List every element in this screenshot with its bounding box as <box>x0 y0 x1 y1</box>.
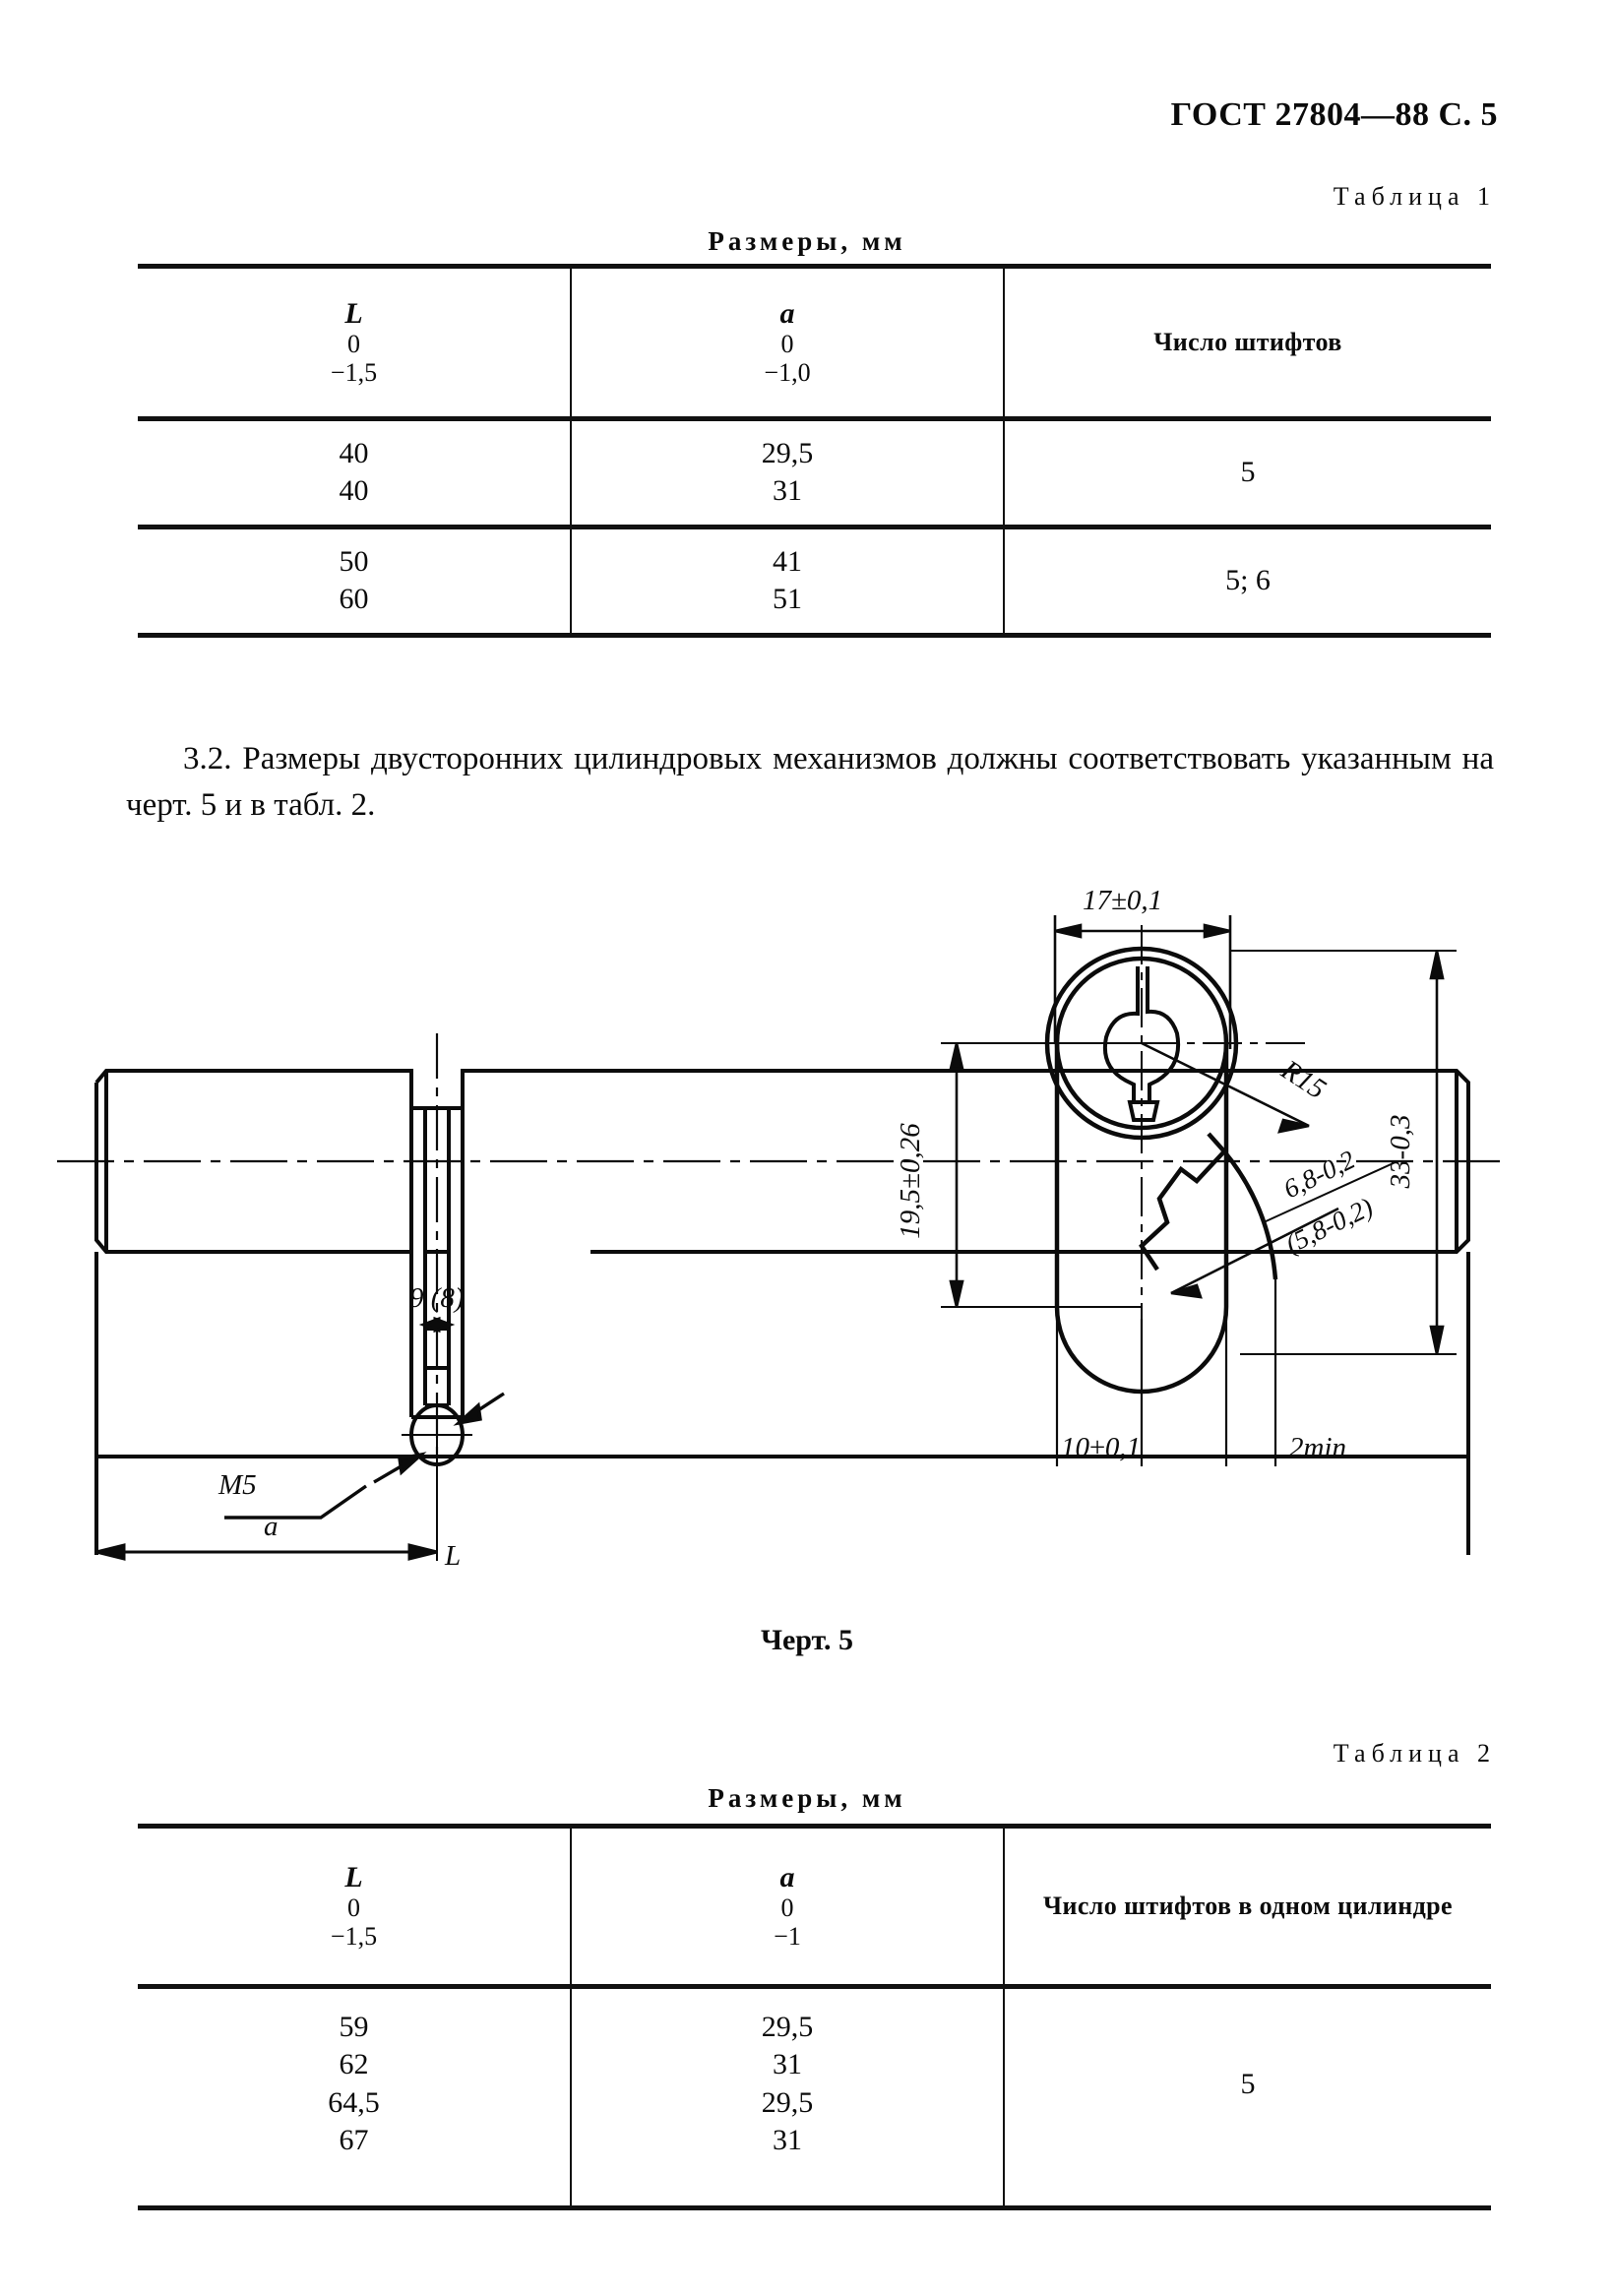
figure-label-L: L <box>444 1540 461 1572</box>
table2-col-L-lower: −1,5 <box>330 1922 378 1952</box>
table2-r0-a-3: 31 <box>773 2124 802 2157</box>
table1-r1-L-1: 60 <box>339 583 369 616</box>
table1-col-pins: Число штифтов <box>1003 264 1491 421</box>
axis-centerline <box>57 1033 1506 1457</box>
table1-r0-a-0: 29,5 <box>761 437 814 469</box>
table-row: 40 40 29,5 31 5 <box>138 418 1491 527</box>
figure-label-6-8: 6,8-0,2 <box>1278 1145 1359 1204</box>
table1-r1-a: 41 51 <box>570 524 1004 638</box>
figure-label-10: 10±0,1 <box>1061 1432 1141 1463</box>
table1-r0-a: 29,5 31 <box>570 418 1004 527</box>
table2-r0-L-3: 67 <box>339 2124 369 2157</box>
table2-r0-L: 59 62 64,5 67 <box>138 1986 571 2210</box>
dimension-cam <box>1170 1160 1398 1299</box>
table2-col-a: a 0 −1 <box>570 1824 1004 1989</box>
table1-col-a-symbol: a <box>779 296 795 330</box>
figure-label-19-5: 19,5±0,26 <box>895 1123 926 1239</box>
table2-r0-L-0: 59 <box>339 2011 369 2043</box>
table2-r0-a-0: 29,5 <box>761 2011 814 2043</box>
slot-width-dim-arrows <box>418 1316 456 1334</box>
table2-col-L-symbol: L <box>344 1860 363 1893</box>
table2-r0-a-1: 31 <box>773 2048 802 2081</box>
dimension-a <box>95 1457 438 1561</box>
page-header-standard: ГОСТ 27804—88 С. 5 <box>1170 96 1498 133</box>
table1-r0-L: 40 40 <box>138 419 571 527</box>
table1-r0-L-1: 40 <box>339 474 369 508</box>
table1-units-title: Размеры, мм <box>708 226 906 256</box>
table2-col-a-upper: 0 <box>780 1893 794 1923</box>
table1-col-L-symbol: L <box>344 296 363 330</box>
table2-caption: Таблица 2 <box>1333 1739 1496 1768</box>
table-row: 59 62 64,5 67 29,5 31 29,5 31 5 <box>138 1986 1491 2210</box>
table2-r0-a: 29,5 31 29,5 31 <box>570 1986 1004 2210</box>
figure-5-section-view: 17±0,1 19,5±0,26 33-0,3 R15 <box>895 885 1457 1466</box>
table2-r0-L-2: 64,5 <box>328 2085 380 2119</box>
figure-label-2min: 2min <box>1289 1432 1346 1463</box>
table1-col-L-lower: −1,5 <box>330 358 378 388</box>
table1-col-L-upper: 0 <box>346 330 360 359</box>
figure-label-a: a <box>264 1511 279 1542</box>
table1: L 0 −1,5 a 0 −1,0 Число штифтов 40 40 <box>138 264 1491 638</box>
table2-col-pins-label: Число штифтов в одном цилиндре <box>1042 1892 1453 1921</box>
table1-r0-pins: 5 <box>1003 418 1491 527</box>
table1-col-pins-label: Число штифтов <box>1153 328 1342 357</box>
table1-caption: Таблица 1 <box>1333 182 1496 211</box>
cam-profile <box>1139 1132 1278 1280</box>
table2-r0-a-2: 29,5 <box>761 2085 814 2119</box>
table1-col-a-upper: 0 <box>780 330 794 359</box>
table1-r1-a-0: 41 <box>773 544 802 578</box>
bottom-extension-lines <box>1055 1279 1277 1466</box>
figure-label-17: 17±0,1 <box>1083 885 1162 916</box>
table2-r0-L-1: 62 <box>339 2048 369 2081</box>
clause-3-2-text: 3.2. Размеры двусторонних цилиндровых ме… <box>126 741 1494 823</box>
table2: L 0 −1,5 a 0 −1 Число штифтов в одном ци… <box>138 1824 1491 2210</box>
m5-leader <box>224 1392 505 1520</box>
table1-col-a: a 0 −1,0 <box>570 264 1004 421</box>
table1-header-row: L 0 −1,5 a 0 −1,0 Число штифтов <box>138 264 1491 421</box>
table1-col-L: L 0 −1,5 <box>138 264 571 421</box>
table1-r1-L-0: 50 <box>339 544 369 578</box>
keyhole-profile <box>1103 966 1180 1122</box>
table2-col-a-lower: −1 <box>774 1922 801 1952</box>
table2-col-pins: Число штифтов в одном цилиндре <box>1003 1824 1491 1989</box>
figure-5-drawing: M5 9 (8) a L <box>57 1033 1506 1572</box>
table1-r0-a-1: 31 <box>773 474 802 508</box>
table2-col-a-symbol: a <box>779 1860 795 1893</box>
table2-r0-pins: 5 <box>1003 1986 1491 2210</box>
figure-label-33: 33-0,3 <box>1385 1115 1416 1190</box>
figure-label-r15: R15 <box>1274 1053 1331 1105</box>
table2-col-L-upper: 0 <box>346 1893 360 1923</box>
table1-r0-L-0: 40 <box>339 437 369 469</box>
clause-3-2-paragraph: 3.2. Размеры двусторонних цилиндровых ме… <box>126 736 1494 829</box>
table1-r1-a-1: 51 <box>773 583 802 616</box>
figure-5: M5 9 (8) a L <box>0 866 1614 1575</box>
table1-r1-L: 50 60 <box>138 524 571 638</box>
table2-header-row: L 0 −1,5 a 0 −1 Число штифтов в одном ци… <box>138 1824 1491 1989</box>
dimension-17 <box>1053 915 1232 1049</box>
table2-col-L: L 0 −1,5 <box>138 1824 571 1989</box>
table2-units-title: Размеры, мм <box>708 1783 906 1813</box>
table1-col-a-lower: −1,0 <box>764 358 811 388</box>
figure-label-m5: M5 <box>217 1469 257 1501</box>
dimension-19-5 <box>941 1042 1142 1308</box>
dimension-r15 <box>1141 1041 1310 1134</box>
figure-label-slot-width: 9 (8) <box>409 1282 465 1314</box>
table-row: 50 60 41 51 5; 6 <box>138 524 1491 638</box>
table1-r1-pins: 5; 6 <box>1003 524 1491 638</box>
figure-5-caption: Черт. 5 <box>760 1624 854 1656</box>
